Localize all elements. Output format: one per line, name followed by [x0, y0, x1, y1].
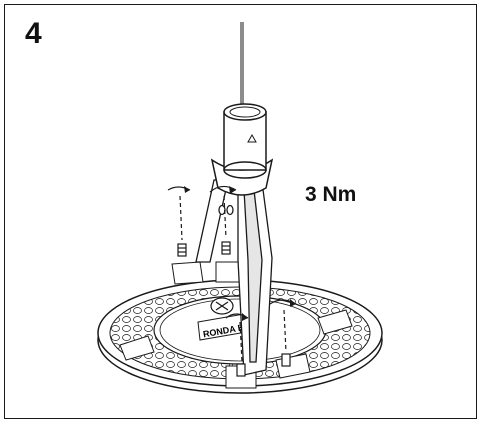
triangle-marker-icon	[247, 133, 257, 143]
support-arms	[195, 179, 273, 376]
hub-socket	[210, 103, 274, 196]
center-cap	[210, 297, 234, 315]
screw-top-center	[209, 185, 237, 255]
screw-bottom-right	[269, 299, 297, 367]
torque-value-label: 3 Nm	[305, 183, 357, 206]
step-number: 4	[25, 17, 42, 50]
screw-top-left	[167, 186, 191, 257]
screw-bottom-center	[225, 313, 249, 377]
